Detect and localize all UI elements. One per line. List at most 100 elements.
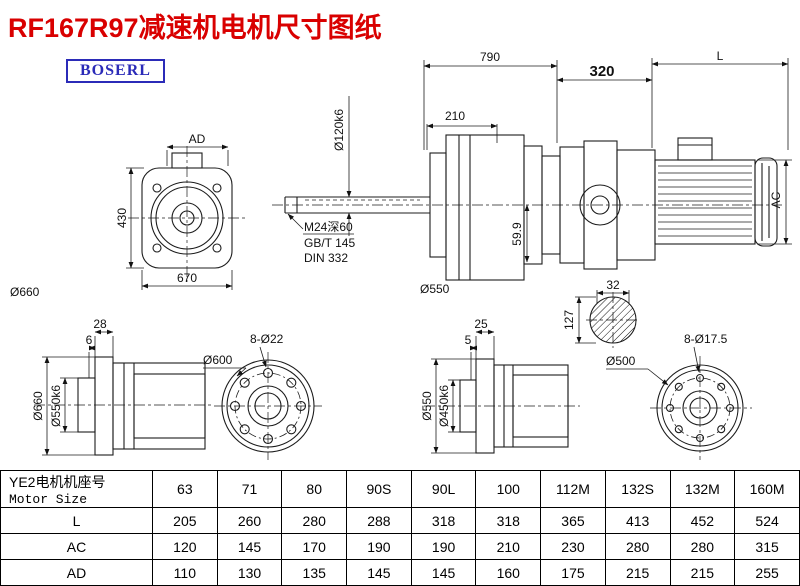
size-col-63: 63 (152, 470, 218, 508)
cell-AC-80: 170 (281, 533, 348, 560)
cell-L-112m: 365 (540, 507, 606, 534)
size-col-112m: 112M (540, 470, 606, 508)
size-col-132m: 132M (669, 470, 736, 508)
cell-AC-90s: 190 (346, 533, 412, 560)
shaft-key-section: 32 127 (562, 278, 640, 348)
cell-AD-90l: 145 (410, 559, 477, 586)
cell-AD-132m: 215 (669, 559, 736, 586)
dim-660-out: Ø660 (31, 356, 95, 456)
size-col-160m: 160M (734, 470, 800, 508)
dim-5: 5 (465, 333, 478, 380)
cell-L-90l: 318 (410, 507, 477, 534)
callout-600-label: Ø600 (203, 353, 233, 367)
cell-L-100: 318 (475, 507, 542, 534)
cell-AD-112m: 175 (540, 559, 606, 586)
dim-430-label: 430 (115, 208, 129, 228)
dim-L: L (651, 49, 789, 150)
dim-320: 320 (556, 58, 653, 148)
dim-670-label: 670 (177, 271, 197, 285)
dim-790-label: 790 (480, 50, 500, 64)
size-col-90l: 90L (410, 470, 477, 508)
row-label-AD: AD (0, 559, 153, 586)
gearbox-side-view: 790 210 Ø120k6 M24深60 GB/T 145 DIN 332 (272, 50, 782, 296)
motor-side-view: 320 L AC (556, 49, 792, 270)
dim-127: 127 (562, 296, 596, 344)
dim-550-out-label: Ø550 (420, 391, 434, 421)
dim-59-9-label: 59.9 (510, 222, 524, 246)
dim-ad-label: AD (189, 132, 206, 146)
dim-L-label: L (717, 49, 724, 63)
output-side-view-550: Ø550 Ø450k6 25 5 (420, 317, 580, 454)
dim-25: 25 (474, 317, 495, 365)
cell-AC-71: 145 (216, 533, 283, 560)
dim-210-label: 210 (445, 109, 465, 123)
cell-L-80: 280 (281, 507, 348, 534)
label-flange-dia-550: Ø550 (420, 282, 450, 296)
callout-500: Ø500 (606, 354, 669, 386)
dim-550k6: Ø550k6 (49, 377, 78, 433)
cell-L-132m: 452 (669, 507, 736, 534)
callout-8x17-5: 8-Ø17.5 (684, 332, 728, 373)
dim-210: 210 (426, 109, 498, 150)
dim-6: 6 (86, 333, 96, 378)
callout-600: Ø600 (203, 353, 247, 377)
dim-25-label: 25 (474, 317, 488, 331)
dim-550k6-label: Ø550k6 (49, 385, 63, 427)
dim-660-out-label: Ø660 (31, 391, 45, 421)
cell-L-63: 205 (152, 507, 218, 534)
dim-28: 28 (93, 317, 114, 363)
dim-450k6-label: Ø450k6 (437, 385, 451, 427)
cell-AC-90l: 190 (410, 533, 477, 560)
motor-size-table: YE2电机机座号 Motor Size 63 71 80 90S 90L 100… (0, 470, 800, 586)
cell-L-71: 260 (216, 507, 283, 534)
dim-32-label: 32 (606, 278, 620, 292)
row-label-L: L (0, 507, 153, 534)
dim-550-out: Ø550 (420, 358, 476, 454)
row-label-AC: AC (0, 533, 153, 560)
dim-430: 430 (115, 167, 144, 269)
cell-AD-63: 110 (152, 559, 218, 586)
cell-AC-63: 120 (152, 533, 218, 560)
motor-size-header: YE2电机机座号 Motor Size (0, 470, 153, 508)
terminal-box-side-outline (677, 137, 713, 161)
size-col-80: 80 (281, 470, 348, 508)
table-row-L: L 205 260 280 288 318 318 365 413 452 52… (0, 507, 800, 534)
output-flange-face-500: Ø500 8-Ø17.5 (606, 332, 752, 460)
table-row-AC: AC 120 145 170 190 190 210 230 280 280 3… (0, 533, 800, 560)
dim-shaft-dia: Ø120k6 (332, 96, 352, 236)
thread-label: M24深60 (304, 220, 353, 234)
cell-AD-100: 160 (475, 559, 542, 586)
brand-logo: BOSERL (66, 59, 165, 83)
callout-8x22-label: 8-Ø22 (250, 332, 284, 346)
shaft-section-circle (589, 296, 637, 344)
cell-AC-160m: 315 (734, 533, 800, 560)
motor-size-header-en: Motor Size (9, 491, 88, 507)
cell-AD-132s: 215 (604, 559, 671, 586)
dim-shaft-dia-label: Ø120k6 (332, 109, 346, 151)
output-side-view-660: Ø660 Ø550k6 28 6 (31, 317, 212, 456)
dim-450k6: Ø450k6 (437, 379, 460, 433)
dim-5-label: 5 (465, 333, 472, 347)
dim-790: 790 (423, 50, 558, 150)
cell-AD-80: 135 (281, 559, 348, 586)
fan-cover-outline (754, 157, 778, 247)
cell-AD-160m: 255 (734, 559, 800, 586)
dim-AC-label: AC (769, 191, 783, 208)
page-title: RF167R97减速机电机尺寸图纸 (8, 13, 382, 43)
cell-L-160m: 524 (734, 507, 800, 534)
dim-127-label: 127 (562, 310, 576, 330)
output-flange-face-660: Ø600 8-Ø22 (203, 332, 322, 460)
flange-plate-outline (94, 356, 114, 456)
dim-320-label: 320 (589, 63, 614, 80)
gearbox-front-view: AD 430 670 Ø660 (10, 132, 246, 299)
cell-AD-90s: 145 (346, 559, 412, 586)
size-col-71: 71 (216, 470, 283, 508)
dim-670: 670 (141, 270, 233, 290)
size-col-100: 100 (475, 470, 542, 508)
standard2-label: DIN 332 (304, 251, 348, 265)
size-col-90s: 90S (346, 470, 412, 508)
callout-500-label: Ø500 (606, 354, 636, 368)
cell-AD-71: 130 (216, 559, 283, 586)
dim-ad: AD (166, 132, 229, 166)
callout-8x22: 8-Ø22 (250, 332, 284, 368)
